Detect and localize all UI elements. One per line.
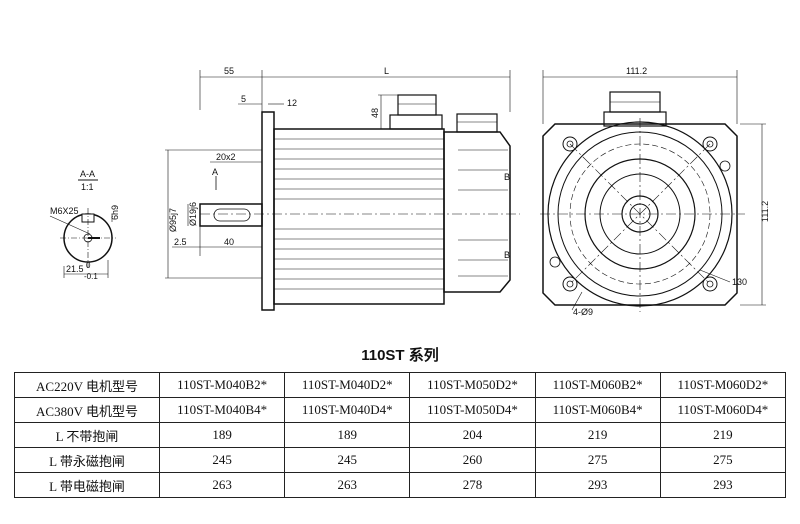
side-view: 55 L 5 12 48: [165, 66, 520, 311]
body-length-label: L: [384, 66, 389, 76]
table-cell: 110ST-M060D4*: [659, 397, 787, 423]
pilot-dia-label: Ø95j7: [168, 208, 178, 232]
row-label: L 带电磁抱闸: [14, 472, 160, 498]
mark-b-2: B: [504, 250, 510, 260]
shaft-dia-label: Ø19j6: [188, 202, 198, 226]
table-cell: 189: [158, 422, 286, 448]
tol-bottom: -0.1: [84, 272, 98, 281]
table-cell: 110ST-M060D2*: [659, 372, 787, 398]
connector-height-label: 48: [370, 108, 380, 118]
mark-b-1: B: [504, 172, 510, 182]
table-cell: 293: [659, 472, 787, 498]
table-cell: 219: [534, 422, 661, 448]
arrow-a-label: A: [212, 167, 218, 177]
motor-drawing: A-A 1:1 M6X25 6h9 21.5 0 -0.1 55 L 5 12: [49, 66, 770, 317]
row-label: AC380V 电机型号: [14, 397, 160, 423]
table-cell: 219: [659, 422, 787, 448]
section-scale: 1:1: [81, 182, 94, 192]
table-cell: 110ST-M040B4*: [158, 397, 286, 423]
front-width-label: 111.2: [626, 66, 647, 76]
table-cell: 110ST-M060B4*: [534, 397, 661, 423]
section-view: A-A 1:1 M6X25 6h9 21.5 0 -0.1: [49, 169, 120, 281]
section-name: A-A: [80, 169, 95, 179]
flange-length-label: 55: [224, 66, 234, 76]
offset-label: 5: [241, 94, 246, 104]
table-cell: 263: [158, 472, 286, 498]
table-cell: 278: [409, 472, 536, 498]
key-spec-label: 20x2: [216, 152, 236, 162]
shaft-length-label: 40: [224, 237, 234, 247]
holes-label: 4-Ø9: [573, 307, 593, 317]
table-cell: 189: [284, 422, 411, 448]
table-cell: 260: [409, 447, 536, 473]
table-cell: 204: [409, 422, 536, 448]
front-view: 111.2 111.2 130 4-Ø9: [540, 66, 770, 317]
table-cell: 245: [158, 447, 286, 473]
series-title: 110ST 系列: [361, 347, 439, 364]
chamfer-label: 2.5: [174, 237, 187, 247]
table-cell: 110ST-M040D2*: [284, 372, 411, 398]
row-label: L 带永磁抱闸: [14, 447, 160, 473]
tol-top: 0: [86, 261, 91, 270]
table-cell: 110ST-M040D4*: [284, 397, 411, 423]
flange-thick-label: 12: [287, 98, 297, 108]
table-cell: 275: [534, 447, 661, 473]
key-height-label: 6h9: [110, 205, 120, 220]
table-cell: 110ST-M060B2*: [534, 372, 661, 398]
thread-label: M6X25: [50, 206, 79, 216]
table-cell: 275: [659, 447, 787, 473]
shaft-dim-label: 21.5: [66, 264, 84, 274]
row-label: L 不带抱闸: [14, 422, 160, 448]
table-cell: 110ST-M040B2*: [158, 372, 286, 398]
row-label: AC220V 电机型号: [14, 372, 160, 398]
table-cell: 110ST-M050D2*: [409, 372, 536, 398]
front-height-label: 111.2: [760, 201, 770, 222]
pcd-label: 130: [732, 277, 747, 287]
table-cell: 245: [284, 447, 411, 473]
table-cell: 263: [284, 472, 411, 498]
table-cell: 293: [534, 472, 661, 498]
table-cell: 110ST-M050D4*: [409, 397, 536, 423]
